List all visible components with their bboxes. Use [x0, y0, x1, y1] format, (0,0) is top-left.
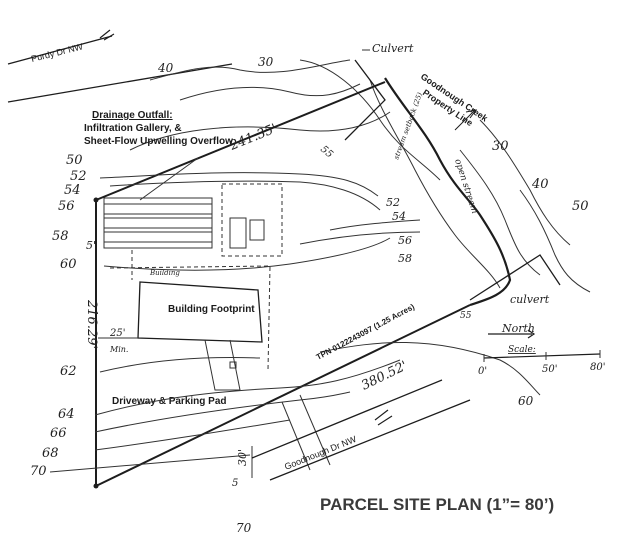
contour-62-left: 62 [60, 364, 77, 379]
contour-58-left: 58 [52, 229, 69, 244]
contour-52-left: 52 [70, 169, 87, 184]
scale-tick-0: 0' [478, 366, 487, 377]
purdy-road-label: Purdy Dr NW [30, 41, 84, 64]
scale-tick-80: 80' [590, 362, 605, 373]
contour-58-right: 58 [398, 252, 412, 265]
contour-52-right: 52 [386, 196, 400, 209]
dim-25-note: Min. [109, 345, 128, 354]
contour-56-right: 56 [398, 234, 412, 247]
dim-top: 241.35' [227, 121, 279, 154]
goodnough-road-label: Goodnough Dr NW [283, 434, 358, 472]
contour-30-right: 30 [492, 139, 509, 154]
contours-lot [49, 172, 541, 473]
contour-50-left: 50 [66, 153, 83, 168]
drainage-callout: Drainage Outfall: Infiltration Gallery, … [84, 110, 233, 201]
contours-top [129, 59, 441, 181]
scale-label: Scale: [508, 345, 536, 355]
contour-labels: 30 40 50 52 54 56 58 60 62 64 66 68 70 3… [30, 55, 589, 535]
culvert-bottom-label: culvert [510, 293, 550, 306]
north-scale: North Scale: 0' 50' 80' [478, 322, 605, 377]
drain-field [103, 183, 283, 257]
contour-64-left: 64 [58, 407, 75, 422]
contour-68-left: 68 [42, 446, 59, 461]
dim-55-bottom: 55 [460, 311, 472, 321]
drainage-line3: Sheet-Flow Upwelling Overflow [84, 136, 233, 147]
dim-30: 30' [236, 449, 249, 466]
building-footprint: Building Footprint [137, 281, 263, 343]
contour-50-right: 50 [572, 199, 589, 214]
contour-60-right: 60 [518, 394, 534, 408]
setback-25: 25' Min. [98, 328, 138, 354]
contour-54-left: 54 [64, 183, 81, 198]
contour-40-top: 40 [157, 61, 174, 75]
dim-55-top: 55 [318, 144, 335, 161]
contour-56-left: 56 [58, 199, 75, 214]
dim-25: 25' [109, 328, 125, 339]
contour-70-bottom: 70 [236, 521, 252, 535]
setback-lines: 5' Building [86, 239, 271, 371]
drainage-title: Drainage Outfall: [92, 110, 173, 121]
tpn-label: TPN 0122243097 (1.25 Acres) [315, 302, 417, 362]
drainage-line2: Infiltration Gallery, & [84, 123, 182, 134]
scale-tick-50: 50' [542, 364, 557, 375]
culvert-top-label: Culvert [372, 42, 414, 55]
contour-60-left: 60 [60, 257, 77, 272]
building-footprint-label: Building Footprint [168, 304, 255, 315]
dim-bottom: 380.52' [359, 359, 410, 394]
culverts: Culvert culvert [344, 42, 561, 306]
contour-40-right: 40 [531, 177, 549, 192]
contour-70-left: 70 [30, 464, 47, 479]
contour-30-top: 30 [258, 55, 274, 69]
page-title: PARCEL SITE PLAN (1”= 80’) [320, 495, 554, 514]
north-label: North [501, 322, 535, 335]
driveway: Driveway & Parking Pad [112, 339, 331, 471]
driveway-label: Driveway & Parking Pad [112, 396, 227, 407]
dim-5-bottom: 5 [232, 478, 238, 489]
dim-left: 216.29' [84, 299, 99, 349]
contour-54-right: 54 [392, 210, 406, 223]
contour-66-left: 66 [50, 426, 67, 441]
building-small-label: Building [149, 269, 180, 277]
goodnough-creek: Goodnough Creek Property Line open strea… [369, 71, 591, 307]
dim-5-left: 5' [86, 239, 96, 252]
purdy-road: Purdy Dr NW [7, 29, 233, 103]
